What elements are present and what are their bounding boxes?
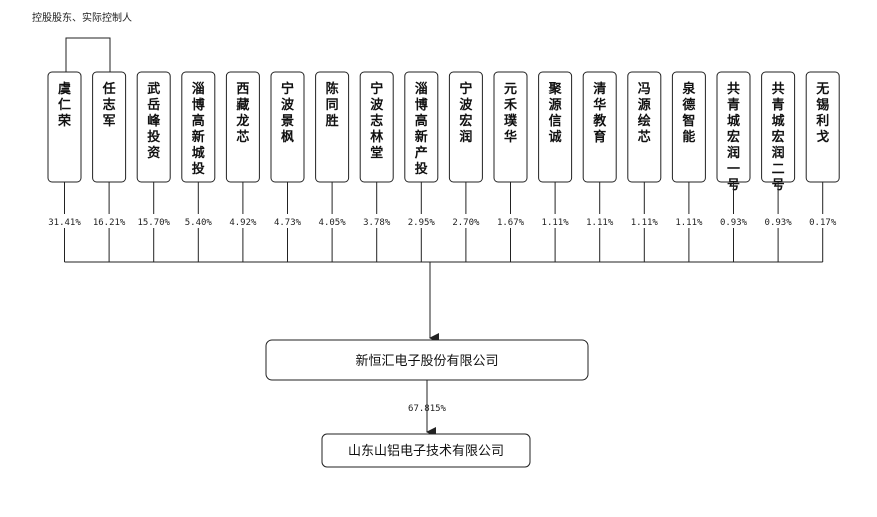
percentage-backdrop: [445, 214, 486, 228]
shareholder-name: 陈同胜: [326, 81, 339, 129]
shareholder-percentage: 2.95%: [408, 218, 436, 228]
shareholder-percentage: 4.92%: [229, 218, 257, 228]
percentage-backdrop: [267, 214, 308, 228]
shareholder-percentage: 5.40%: [185, 218, 213, 228]
shareholder-name: 武岳峰投资: [147, 81, 161, 161]
shareholder-name: 宁波景枫: [281, 81, 295, 145]
shareholder-name: 西藏龙芯: [236, 82, 249, 145]
subsidiary-company-box: [321, 433, 531, 468]
percentage-backdrop: [401, 214, 442, 228]
percentage-backdrop: [44, 214, 85, 228]
shareholder-percentage: 16.21%: [93, 218, 126, 228]
percentage-backdrop: [312, 214, 353, 228]
shareholder-percentage: 4.73%: [274, 218, 302, 228]
shareholder-percentage: 2.70%: [452, 218, 480, 228]
percentage-backdrop: [89, 214, 130, 228]
shareholder-name: 泉德智能: [682, 81, 696, 145]
shareholder-percentage: 0.17%: [809, 218, 837, 228]
shareholder-percentage: 0.93%: [765, 218, 793, 228]
shareholder-name: 无锡利戈: [815, 82, 829, 145]
shareholder-name: 宁波宏润: [459, 81, 473, 145]
percentage-backdrop: [490, 214, 531, 228]
shareholder-percentage: 1.11%: [675, 218, 703, 228]
percentage-backdrop: [758, 214, 799, 228]
shareholder-name: 淄博高新产投: [415, 81, 428, 177]
percentage-backdrop: [802, 214, 843, 228]
percentage-backdrop: [356, 214, 397, 228]
subsidiary-percentage: 67.815%: [408, 404, 447, 414]
percentage-backdrop: [178, 214, 219, 228]
controlling-shareholder-label: 控股股东、实际控制人: [32, 11, 132, 24]
percentage-backdrop: [222, 214, 263, 228]
percentage-backdrop: [133, 214, 174, 228]
percentage-backdrop: [668, 214, 709, 228]
shareholder-name: 宁波志林堂: [370, 81, 384, 161]
controller-bracket: [65, 37, 111, 72]
percentage-backdrop: [624, 214, 665, 228]
subsidiary-company-name: 山东山铝电子技术有限公司: [348, 444, 504, 459]
shareholder-name: 聚源信诚: [548, 82, 563, 145]
shareholder-name: 共青城宏润一号: [727, 81, 740, 193]
shareholder-name: 任志军: [102, 81, 116, 129]
shareholder-percentage: 4.05%: [319, 218, 347, 228]
shareholder-percentage: 0.93%: [720, 218, 748, 228]
shareholder-percentage: 1.11%: [542, 218, 570, 228]
percentage-backdrop: [535, 214, 576, 228]
shareholder-percentage: 1.67%: [497, 218, 525, 228]
percentage-backdrop: [713, 214, 754, 228]
shareholder-name: 虞仁荣: [57, 81, 72, 129]
shareholder-percentage: 31.41%: [48, 218, 81, 228]
shareholder-percentage: 1.11%: [586, 218, 614, 228]
percentage-backdrop: [579, 214, 620, 228]
shareholder-name: 冯源绘芯: [638, 82, 651, 145]
parent-company-name: 新恒汇电子股份有限公司: [355, 353, 498, 369]
shareholder-name: 元禾璞华: [504, 82, 518, 145]
shareholder-name: 共青城宏润二号: [772, 81, 785, 193]
shareholder-group: 虞仁荣 31.41% 任志军 16.21% 武岳峰投资 15.70% 淄博高新城投 5.40%…: [44, 71, 843, 262]
shareholder-name: 淄博高新城投: [192, 81, 205, 177]
shareholder-name: 清华教育: [592, 81, 607, 145]
shareholder-percentage: 1.11%: [631, 218, 659, 228]
shareholder-percentage: 3.78%: [363, 218, 391, 228]
shareholder-percentage: 15.70%: [137, 218, 170, 228]
